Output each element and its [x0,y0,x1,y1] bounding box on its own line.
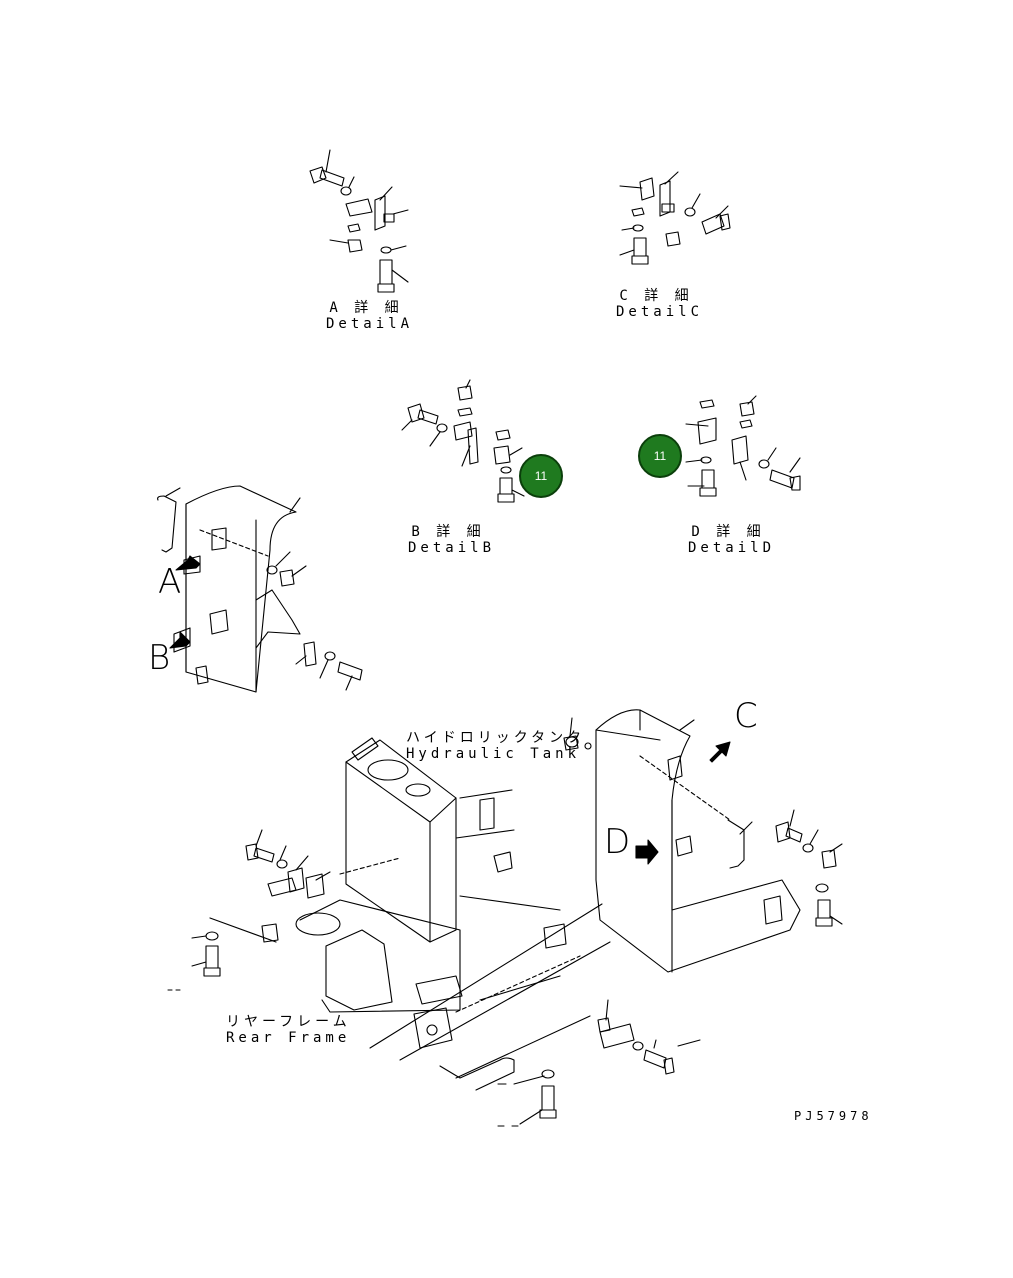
part-callout-11-detail-b[interactable]: 11 [519,454,563,498]
detail-a-drawing [309,149,409,293]
detail-a-label: A 詳 細 DetailA [326,300,414,332]
arrow-a-icon [175,555,201,571]
right-cover-drawing [563,709,843,973]
detail-d-label: D 詳 細 DetailD [688,524,776,556]
hydraulic-tank-drawing [167,737,701,1127]
view-letter-d: D [604,822,631,862]
rear-frame-en: Rear Frame [226,1030,351,1046]
detail-b-drawing [401,379,525,503]
view-letter-b: B [148,638,171,678]
detail-c-label: C 詳 細 DetailC [616,288,704,320]
left-cover-drawing [157,485,363,693]
detail-d-drawing [685,395,801,497]
view-letter-a: A [158,562,182,602]
rear-frame-jp: リヤーフレーム [226,1014,351,1030]
part-callout-11-detail-d[interactable]: 11 [638,434,682,478]
rear-frame-label: リヤーフレーム Rear Frame [226,1014,351,1046]
hydraulic-tank-en: Hydraulic Tank [406,746,581,762]
detail-b-label: B 詳 細 DetailB [408,524,496,556]
detail-c-drawing [619,171,731,265]
detail-b-en: DetailB [408,540,496,556]
arrow-b-icon [169,631,191,649]
detail-d-en: DetailD [688,540,776,556]
detail-c-jp: C 詳 細 [619,288,693,304]
detail-a-jp: A 詳 細 [329,300,403,316]
drawing-code: PJ57978 [794,1109,873,1123]
arrow-d-icon [635,839,659,865]
detail-b-jp: B 詳 細 [411,524,485,540]
hydraulic-tank-jp: ハイドロリックタンク [406,730,586,746]
arrow-c-icon [709,741,731,763]
detail-c-en: DetailC [616,304,704,320]
detail-a-en: DetailA [326,316,414,332]
detail-d-jp: D 詳 細 [691,524,765,540]
view-letter-c: C [734,696,758,736]
hydraulic-tank-label: ハイドロリックタンク Hydraulic Tank [406,730,586,762]
